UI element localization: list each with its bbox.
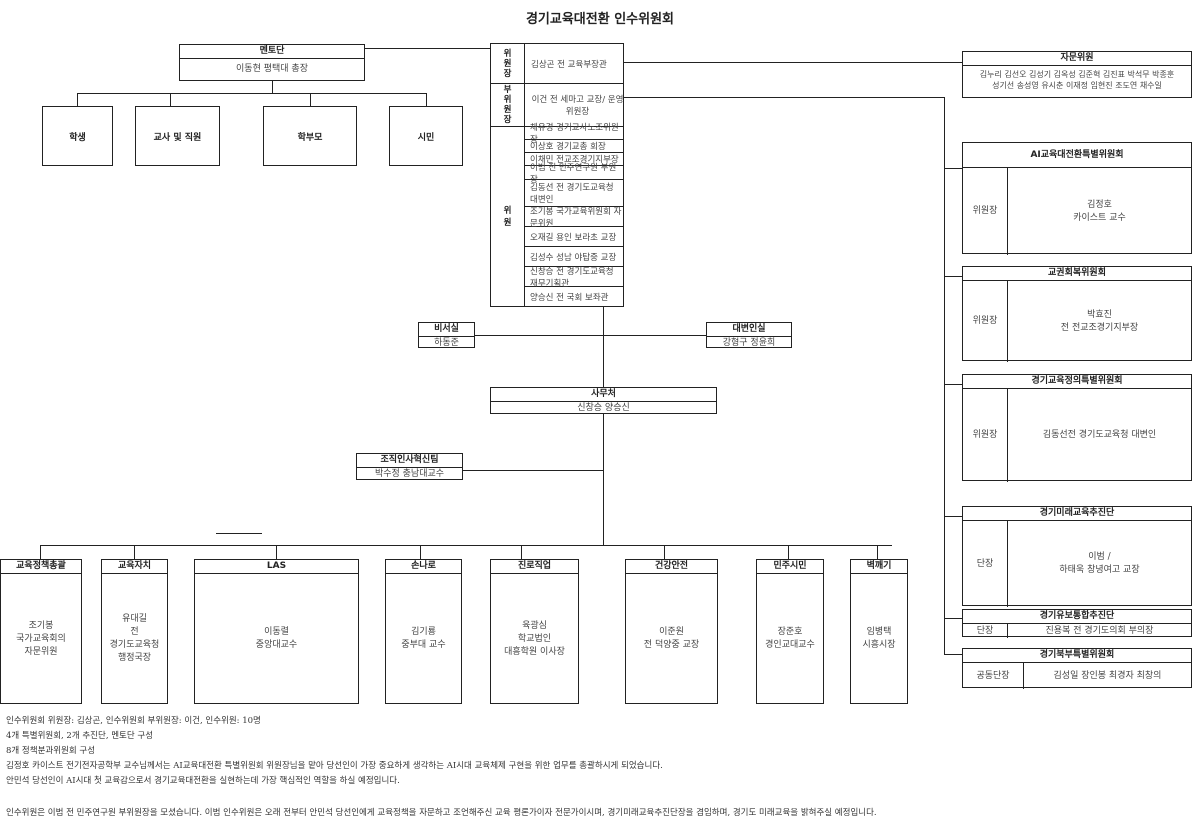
north-committee-name: 김성일 장인봉 최경자 최창의 [1053,670,1162,681]
office-name: 신창승 양승신 [577,403,630,413]
chair-name: 김상곤 전 교육부장관 [531,59,607,70]
note-line: 인수위원회 위원장: 김상곤, 인수위원회 부위원장: 이건, 인수위원: 10… [6,716,261,726]
subcommittee-box: 건강안전 이준원 전 덕양중 교장 [625,559,718,704]
childcare-team-name: 진용복 전 경기도의회 부의장 [1045,625,1154,636]
subcommittee-name: 장준호 경인교대교수 [765,627,815,650]
ai-committee-label: AI교육대전환특별위원회 [963,143,1191,168]
north-committee-label: 경기북부특별위원회 [963,649,1191,663]
subcommittee-label: 민주시민 [757,560,823,574]
subcommittee-name: 조기봉 국가교육회의 자문위원 [16,620,66,657]
ai-committee-name: 김정호 카이스트 교수 [1073,199,1126,223]
mentor-name: 이동현 평택대 총장 [236,64,308,74]
north-committee-box: 경기북부특별위원회 공동단장 김성일 장인봉 최경자 최창의 [962,648,1192,689]
mentor-group-parents: 학부모 [263,106,357,166]
note-line: 8개 정책분과위원회 구성 [6,746,96,756]
future-team-box: 경기미래교육추진단 단장 이범 / 하태욱 창녕여고 교장 [962,506,1192,607]
justice-committee-box: 경기교육정의특별위원회 위원장 김동선전 경기도교육청 대변인 [962,374,1192,482]
rights-committee-name: 박효진 전 전교조경기지부장 [1060,309,1139,333]
advisory-names-line-2: 성기선 송성영 유시춘 이재정 임현진 조도연 채수일 [992,81,1162,90]
mentor-group-staff: 교사 및 직원 [135,106,220,166]
spokesperson-label: 대변인실 [707,323,791,337]
chair-label: 위원장 [503,48,512,79]
subcommittee-name: 육광심 학교법인 대흥학원 이사장 [504,620,565,657]
spokesperson-name: 강형구 정윤희 [722,338,776,348]
member-row: 채유경 경기교사노조위원장 [524,123,624,145]
justice-committee-name: 김동선전 경기도교육청 대변인 [1042,430,1157,440]
note-line: 인수위원은 이범 전 민주연구원 부위원장을 모셨습니다. 이범 인수위원은 오… [6,808,877,818]
rights-committee-box: 교권회복위원회 위원장 박효진 전 전교조경기지부장 [962,266,1192,362]
subcommittee-name: 유대길 전 경기도교육청 행정국장 [109,614,160,663]
committee-block [490,43,624,307]
subcommittee-box: 교육정책총괄 조기봉 국가교육회의 자문위원 [0,559,82,704]
innovation-label: 조직인사혁신팀 [357,454,462,468]
advisory-label: 자문위원 [963,52,1191,66]
office-label: 사무처 [491,388,716,402]
member-row: 김성수 성남 야탑중 교장 [524,247,624,267]
rights-committee-label: 교권회복위원회 [963,267,1191,281]
note-line: 김정호 카이스트 전기전자공학부 교수님께서는 AI교육대전환 특별위원회 위원… [6,761,663,771]
secretary-name: 하동준 [434,338,459,348]
innovation-name: 박수정 충남대교수 [374,469,445,479]
members-label: 위원 [503,206,512,228]
office-box: 사무처 신창승 양승신 [490,387,717,414]
member-row: 김동선 전 경기도교육청 대변인 [524,180,624,207]
ai-committee-box: AI교육대전환특별위원회 위원장 김정호 카이스트 교수 [962,142,1192,255]
page-title: 경기교육대전환 인수위원회 [525,12,675,27]
subcommittee-name: 김기룡 중부대 교수 [401,627,446,650]
subcommittee-name: 이준원 전 덕양중 교장 [643,627,700,650]
ai-committee-role: 위원장 [963,168,1008,255]
secretary-label: 비서실 [419,323,474,337]
member-row: 양승신 전 국회 보좌관 [530,293,609,303]
rights-committee-role: 위원장 [963,281,1008,362]
note-line: 4개 특별위원회, 2개 추진단, 멘토단 구성 [6,731,154,741]
subcommittee-box: 민주시민 장준호 경인교대교수 [756,559,824,704]
subcommittee-label: LAS [195,560,358,574]
subcommittee-box: 손나로 김기룡 중부대 교수 [385,559,462,704]
innovation-box: 조직인사혁신팀 박수정 충남대교수 [356,453,463,480]
future-team-name: 이범 / 하태욱 창녕여고 교장 [1059,552,1140,575]
member-row: 이채민 전교조경기지부장 [524,153,624,166]
future-team-role: 단장 [963,521,1008,607]
note-line: 안민석 당선인이 AI시대 첫 교육감으로서 경기교육대전환을 실현하는데 가장… [6,776,400,786]
secretary-box: 비서실 하동준 [418,322,475,348]
mentor-group-citizens: 시민 [389,106,463,166]
vice-chair-name: 이건 전 세마고 교장/ 운영위원장 [531,95,624,117]
spokesperson-box: 대변인실 강형구 정윤희 [706,322,792,348]
subcommittee-name: 이동렬 중앙대교수 [255,627,298,650]
subcommittee-name: 임병택 시흥시장 [862,627,896,650]
justice-committee-role: 위원장 [963,389,1008,482]
mentor-box: 멘토단 이동현 평택대 총장 [179,44,365,81]
childcare-team-box: 경기유보통합추진단 단장 진용복 전 경기도의회 부의장 [962,609,1192,638]
member-row: 오재길 용인 보라초 교장 [524,227,624,247]
north-committee-role: 공동단장 [963,663,1024,689]
subcommittee-box: LAS 이동렬 중앙대교수 [194,559,359,704]
childcare-team-role: 단장 [963,624,1008,638]
member-row: 신창승 전 경기도교육청 재무기획관 [524,267,624,289]
childcare-team-label: 경기유보통합추진단 [963,610,1191,624]
subcommittee-label: 진로직업 [491,560,578,574]
subcommittee-label: 손나로 [386,560,461,574]
vice-chair-label: 부위원장 [503,85,512,125]
future-team-label: 경기미래교육추진단 [963,507,1191,521]
advisory-names-line-1: 김누리 김선오 김성기 김옥성 김준혁 김진표 박석무 박종훈 [979,70,1175,79]
subcommittee-label: 교육자치 [102,560,167,574]
subcommittee-box: 교육자치 유대길 전 경기도교육청 행정국장 [101,559,168,704]
subcommittee-box: 진로직업 육광심 학교법인 대흥학원 이사장 [490,559,579,704]
subcommittee-label: 건강안전 [626,560,717,574]
advisory-box: 자문위원 김누리 김선오 김성기 김옥성 김준혁 김진표 박석무 박종훈 성기선… [962,51,1192,98]
mentor-group-student: 학생 [42,106,113,166]
member-row: 이범 전 민주연구원 부원장 [524,163,624,185]
member-row: 조기봉 국가교육위원회 자문위원 [524,207,624,229]
subcommittee-label: 교육정책총괄 [1,560,81,574]
member-row: 이상호 경기교총 회장 [524,140,624,153]
subcommittee-box: 벽깨기 임병택 시흥시장 [850,559,908,704]
mentor-label: 멘토단 [180,45,364,59]
subcommittee-label: 벽깨기 [851,560,907,574]
justice-committee-label: 경기교육정의특별위원회 [963,375,1191,389]
